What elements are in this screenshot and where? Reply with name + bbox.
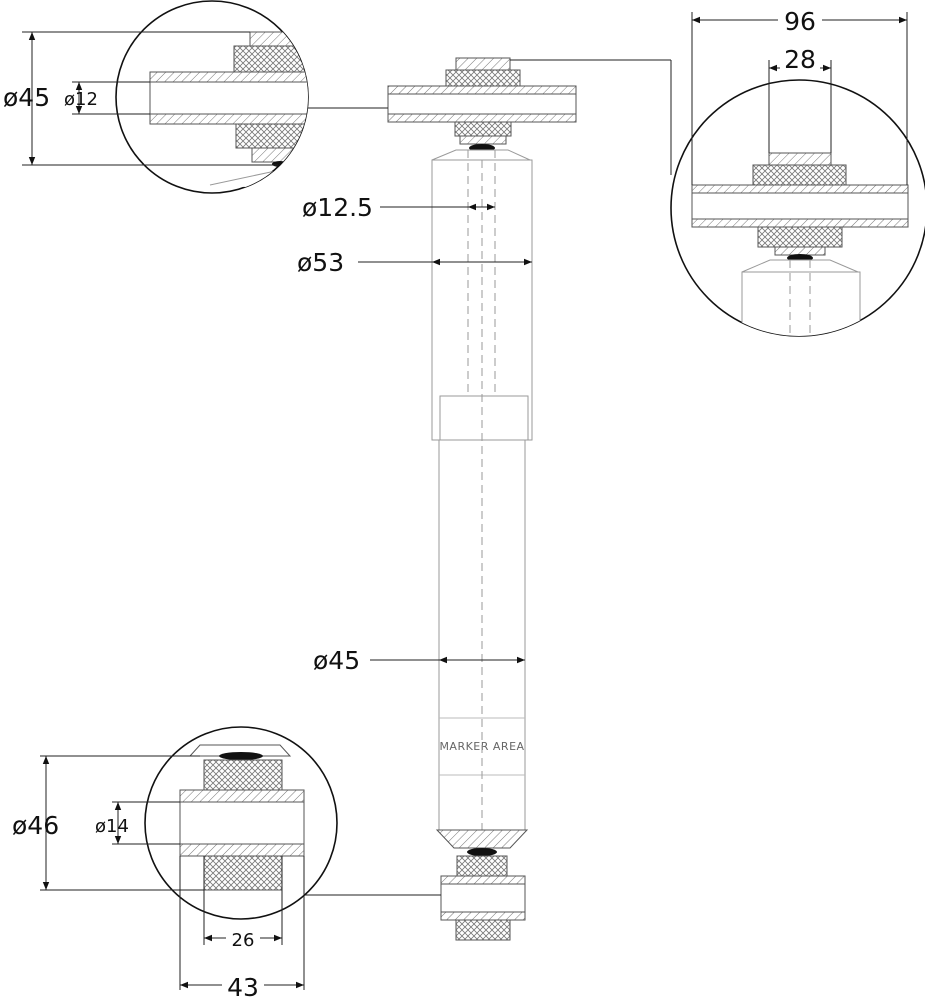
bottom-detail-outer-width-label: 43 bbox=[227, 973, 259, 1000]
upper-tube-dimension: ø53 bbox=[297, 248, 532, 277]
bottom-detail-bore-label: ø14 bbox=[95, 816, 129, 837]
bottom-eye-detail: ø46 ø14 26 43 bbox=[12, 726, 338, 1000]
top-detail-outer-label: ø45 bbox=[3, 83, 50, 112]
top-eye-detail: ø45 ø12 bbox=[3, 0, 309, 194]
right-eye-detail: 96 28 bbox=[670, 6, 925, 337]
rod-dimension: ø12.5 bbox=[302, 193, 495, 222]
upper-tube-diameter-label: ø53 bbox=[297, 248, 344, 277]
lower-tube-diameter-label: ø45 bbox=[313, 646, 360, 675]
right-detail-width-label: 96 bbox=[784, 7, 816, 36]
shock-body: MARKER AREA bbox=[387, 57, 577, 941]
top-detail-bore-label: ø12 bbox=[64, 89, 98, 110]
bottom-detail-inner-width-label: 26 bbox=[232, 930, 255, 951]
right-detail-inner-label: 28 bbox=[784, 45, 816, 74]
lower-tube-dimension: ø45 bbox=[313, 646, 525, 675]
rod-diameter-label: ø12.5 bbox=[302, 193, 373, 222]
bottom-detail-outer-label: ø46 bbox=[12, 811, 59, 840]
